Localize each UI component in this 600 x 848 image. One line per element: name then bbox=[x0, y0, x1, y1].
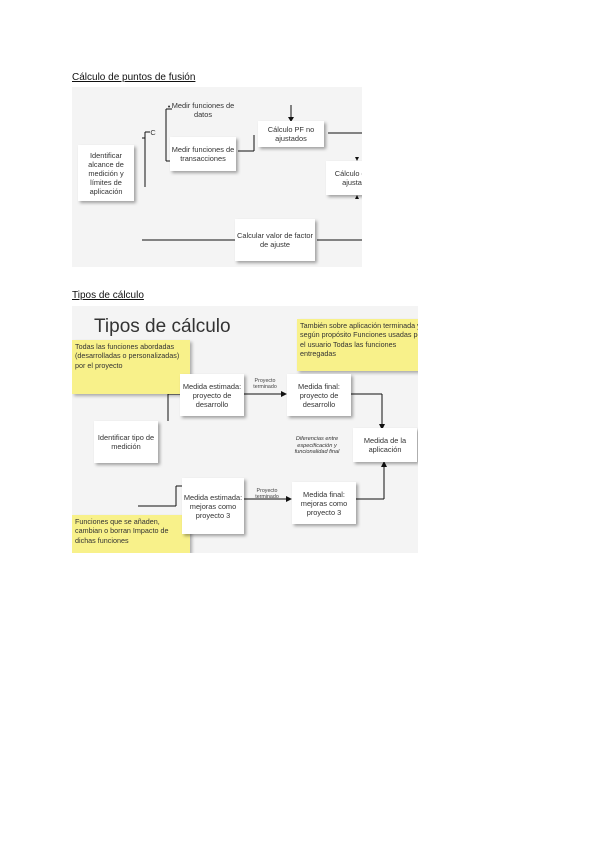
adjusted-fp-box: Cálculo de PF ajustados bbox=[326, 161, 362, 195]
diagram-connectors bbox=[142, 105, 362, 241]
slide-title: Tipos de cálculo bbox=[94, 316, 231, 337]
bullet-marker: • bbox=[167, 101, 171, 111]
final-improvement-box: Medida final: mejoras como proyecto 3 bbox=[292, 482, 356, 524]
calculation-types-diagram: Tipos de cálculo Todas las funciones abo… bbox=[72, 306, 418, 553]
final-development-box: Medida final: proyecto de desarrollo bbox=[287, 374, 351, 416]
application-measure-box: Medida de la aplicación bbox=[353, 428, 417, 462]
note-changed-functions: Funciones que se añaden, cambian o borra… bbox=[72, 515, 190, 553]
measure-data-functions: Medir funciones de datos bbox=[171, 101, 235, 119]
function-points-diagram: C • Identificar alcance de medición y lí… bbox=[72, 87, 362, 267]
unadjusted-fp-box: Cálculo PF no ajustados bbox=[258, 121, 324, 147]
identify-measurement-type-box: Identificar tipo de medición bbox=[94, 421, 158, 463]
small-c-marker: C bbox=[150, 127, 156, 137]
label-project-done-2: Proyecto terminado bbox=[255, 488, 279, 500]
section-heading-calculation-types: Tipos de cálculo bbox=[72, 290, 144, 301]
adjustment-factor-box: Calcular valor de factor de ajuste bbox=[235, 219, 315, 261]
note-finished-application: También sobre aplicación terminada y seg… bbox=[297, 319, 418, 371]
identify-scope-box: Identificar alcance de medición y límite… bbox=[78, 145, 134, 201]
estimated-improvement-box: Medida estimada: mejoras como proyecto 3 bbox=[182, 478, 244, 534]
estimated-development-box: Medida estimada: proyecto de desarrollo bbox=[180, 374, 244, 416]
section-heading-function-points: Cálculo de puntos de fusión bbox=[72, 72, 196, 83]
diagram-connectors-2 bbox=[138, 391, 387, 507]
measure-transaction-functions-box: Medir funciones de transacciones bbox=[170, 137, 236, 171]
label-differences: Diferencias entre especificación y funci… bbox=[294, 436, 340, 456]
note-all-functions: Todas las funciones abordadas (desarroll… bbox=[72, 340, 190, 394]
label-project-done-1: Proyecto terminado bbox=[253, 378, 277, 390]
